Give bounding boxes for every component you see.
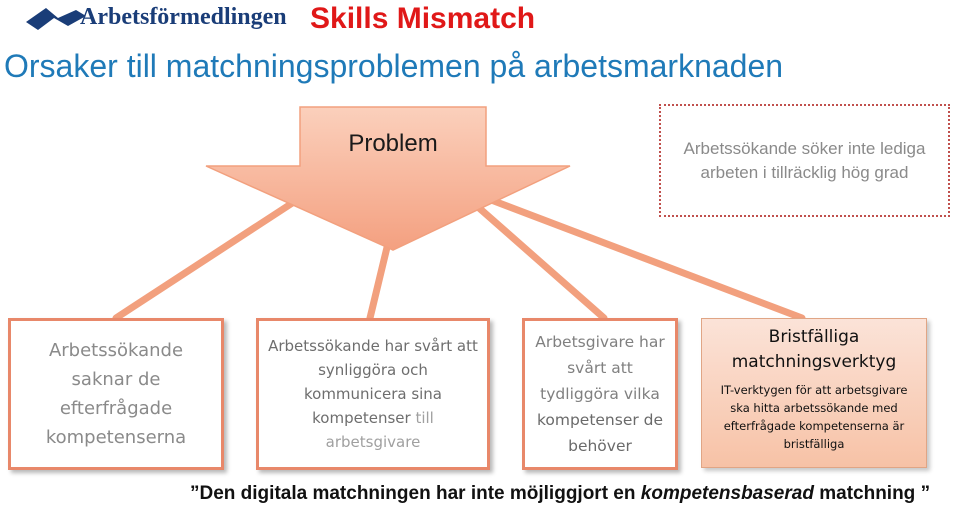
problem-label: Problem <box>348 130 438 157</box>
arbetsformedlingen-logo: Arbetsförmedlingen <box>10 0 300 36</box>
cause-text: Arbetssökande saknar de efterfrågade kom… <box>45 340 187 448</box>
cause-text: Arbetssökande har svårt att synliggöra o… <box>267 334 479 454</box>
cause-text-part3: till arbetsgivare <box>325 409 434 451</box>
connector-line-4 <box>482 194 806 322</box>
footer-part3: matchning <box>819 483 916 504</box>
cause-box-employer-clarify: Arbetsgivare har svårt att tydliggöra vi… <box>522 318 678 470</box>
footer-part2: kompetensbaserad <box>640 483 814 504</box>
cause-text-part2: kompetenser de behöver <box>536 411 664 455</box>
footer-quote: ”Den digitala matchningen har inte möjli… <box>190 483 930 505</box>
cause-body: IT-verktygen för att arbetsgivare ska hi… <box>720 383 908 451</box>
cause-text-part1: Arbetsgivare har svårt att tydliggöra vi… <box>535 333 665 403</box>
connector-line-3 <box>466 196 608 322</box>
note-text: Arbetssökande söker inte lediga arbeten … <box>683 138 926 182</box>
cause-box-skills-lacking: Arbetssökande saknar de efterfrågade kom… <box>8 318 224 470</box>
cause-text-part1: Arbetssökande har svårt att synliggöra o… <box>268 337 478 403</box>
note-box: Arbetssökande söker inte lediga arbeten … <box>659 104 950 217</box>
open-quote: ” <box>190 483 200 504</box>
logo-mark-icon <box>26 8 86 30</box>
cause-box-matching-tools: Bristfälliga matchningsverktyg IT-verkty… <box>701 318 927 468</box>
cause-text: Arbetsgivare har svårt att tydliggöra vi… <box>533 329 667 459</box>
close-quote: ” <box>920 483 931 504</box>
logo-text: Arbetsförmedlingen <box>80 4 287 30</box>
page-subtitle: Orsaker till matchningsproblemen på arbe… <box>4 48 784 84</box>
cause-box-communicate-competence: Arbetssökande har svårt att synliggöra o… <box>256 318 490 470</box>
problem-arrow <box>205 106 571 251</box>
page-title: Skills Mismatch <box>310 2 536 35</box>
cause-text-part2: kompetenser <box>312 409 411 427</box>
connector-line-1 <box>112 194 304 322</box>
footer-part1: Den digitala matchningen har inte möjlig… <box>199 483 636 504</box>
cause-heading: Bristfälliga matchningsverktyg <box>731 327 897 372</box>
